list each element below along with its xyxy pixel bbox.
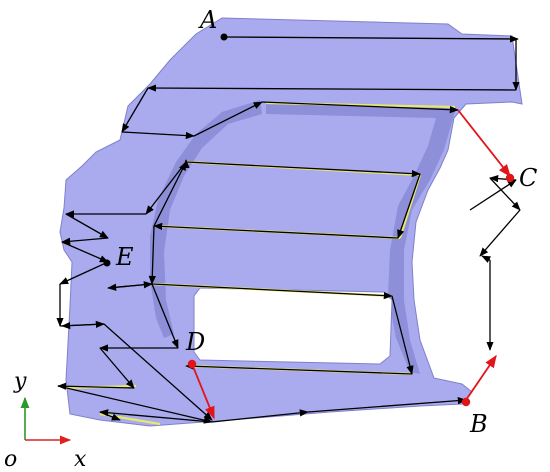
path-segment-black-13 [145,161,187,215]
path-segment-black-12 [153,161,187,227]
path-segment-black-43 [479,209,521,257]
part-outer-shell [59,17,523,427]
path-segment-black-32 [57,385,213,424]
part-inner-wall-shade [266,102,456,374]
label-e: E [115,243,134,271]
path-segment-black-16 [61,237,109,245]
tool-path-red [191,109,511,420]
label-b: B [469,410,488,438]
path-segment-black-17 [61,241,109,263]
path-segment-black-36 [307,396,467,413]
point-b-marker [461,397,471,407]
path-segment-black-25 [151,283,393,300]
path-segment-black-4 [121,87,149,133]
path-segment-black-6 [193,101,263,137]
path-segment-black-38 [481,255,491,263]
path-segment-black-9 [185,161,421,178]
path-segment-black-30 [99,347,135,389]
path-segment-black-40 [469,179,517,211]
path-segment-black-15 [65,213,109,239]
tool-path-black [56,35,521,424]
path-segment-black-24 [107,281,153,289]
path-segment-red-2 [465,354,497,401]
point-c-marker [505,173,515,183]
path-segment-black-22 [148,225,156,285]
part-surface [59,17,523,427]
path-segment-black-18 [59,261,109,285]
label-c: C [519,164,537,192]
path-segment-black-28 [151,283,179,349]
point-d-marker [187,359,197,369]
path-segment-black-1 [223,35,519,43]
point-e-marker [103,259,111,267]
label-d: D [185,328,205,356]
path-segment-black-10 [397,173,421,239]
path-segment-black-26 [391,295,414,375]
axis-origin-label: o [4,447,17,472]
path-segment-black-31 [57,382,135,390]
path-segment-black-34 [99,411,121,421]
path-segment-black-5 [121,131,195,140]
path-segment-black-11 [153,222,399,239]
label-a: A [198,6,217,34]
point-a-marker [220,33,228,41]
axis-x-label: x [74,447,87,472]
path-segment-black-35 [211,409,309,423]
point-markers [103,33,515,407]
coordinate-axes: y x o [4,369,87,472]
path-segment-black-37 [103,323,213,421]
path-segment-black-3 [147,84,517,92]
path-segment-red-3 [191,363,215,420]
part-left-wall-shade [150,100,262,338]
path-segment-red-1 [457,109,511,177]
path-segment-black-42 [489,177,521,211]
path-segment-black-27 [185,362,413,375]
path-segment-black-21 [61,321,105,330]
path-segment-black-7 [261,101,459,114]
axis-y-label: y [13,369,27,394]
part-window-cutout [193,287,393,365]
